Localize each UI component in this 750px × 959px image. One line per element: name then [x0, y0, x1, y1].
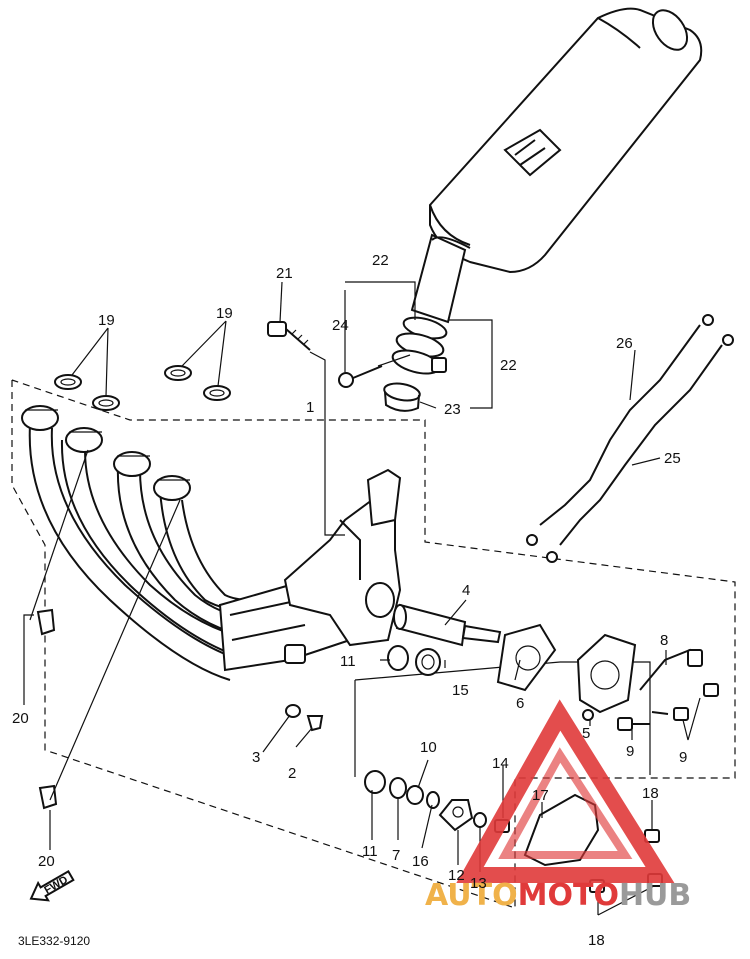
callout-9a: 9: [626, 743, 634, 760]
exhaust-gasket: [383, 382, 421, 412]
callout-10: 10: [420, 739, 437, 756]
exhaust-header-pipes: [21, 405, 352, 681]
callout-2: 2: [288, 765, 296, 782]
callout-12: 12: [448, 867, 465, 884]
watermark-triangle: [456, 699, 675, 883]
watermark-text-hub: HUB: [619, 878, 691, 913]
callout-4: 4: [462, 582, 470, 599]
throttle-cable-25: [546, 334, 734, 563]
callout-26: 26: [616, 335, 633, 352]
callout-7: 7: [392, 847, 400, 864]
callout-16: 16: [412, 853, 429, 870]
callout-6: 6: [516, 695, 524, 712]
leader-lines: [23, 281, 701, 916]
bolt-21: [267, 321, 311, 351]
nut-20: [36, 608, 58, 810]
callout-15: 15: [452, 682, 469, 699]
pulley-bracket-8: [639, 648, 703, 691]
callout-24: 24: [332, 317, 349, 334]
gasket-19: [54, 365, 231, 411]
pulley-housing-5: [576, 633, 637, 721]
assembly-boundary: [11, 379, 736, 909]
callout-19b: 19: [216, 305, 233, 322]
callout-17: 17: [532, 787, 549, 804]
gasket-plate-6: [496, 623, 557, 692]
exhaust-collector-body: [283, 468, 402, 647]
bushing-11: [364, 645, 409, 794]
bolt-24: [338, 365, 383, 388]
watermark-logo: [456, 699, 675, 883]
callout-labels: 1 2 3 4 5 6 7 8 9 9 10 11 11 12 13 14 15…: [12, 252, 687, 949]
callout-19a: 19: [98, 312, 115, 329]
forward-marker-text: FWD: [42, 874, 70, 897]
callout-8: 8: [660, 632, 668, 649]
muffler-clamp: [391, 316, 448, 375]
callout-11b: 11: [362, 843, 378, 860]
callout-18a: 18: [642, 785, 659, 802]
watermark-triangle-inner: [498, 747, 633, 859]
valve-shaft-4: [393, 603, 502, 647]
callout-9b: 9: [679, 749, 687, 766]
callout-23: 23: [444, 401, 461, 418]
watermark-text-moto: MOTO: [518, 878, 619, 913]
throttle-cable-26: [526, 314, 714, 546]
watermark-text-auto: AUTO: [425, 878, 518, 913]
callout-11a: 11: [340, 653, 356, 670]
forward-arrow: FWD: [29, 869, 75, 902]
callout-22a: 22: [372, 252, 389, 269]
watermark-text: AUTOMOTOHUB: [425, 878, 691, 913]
washer-13: [473, 812, 487, 828]
nut-3: [285, 704, 301, 718]
callout-22b: 22: [500, 357, 517, 374]
washer-16: [426, 791, 440, 809]
callout-3: 3: [252, 749, 260, 766]
bolt-2: [306, 715, 324, 732]
callout-20b: 20: [38, 853, 55, 870]
callout-25: 25: [664, 450, 681, 467]
washer-7: [389, 777, 407, 799]
callout-21: 21: [276, 265, 293, 282]
bushing-15: [415, 648, 441, 676]
callout-1: 1: [306, 399, 314, 416]
muffler: [410, 7, 703, 324]
callout-14: 14: [492, 755, 509, 772]
callout-18b: 18: [588, 932, 605, 949]
bolts-9: [617, 683, 719, 731]
pulley-12: [438, 799, 474, 832]
callout-20a: 20: [12, 710, 29, 727]
callout-5: 5: [582, 725, 590, 742]
drawing-code: 3LE332-9120: [18, 934, 90, 948]
nut-10: [406, 785, 424, 805]
callout-13: 13: [470, 875, 487, 892]
